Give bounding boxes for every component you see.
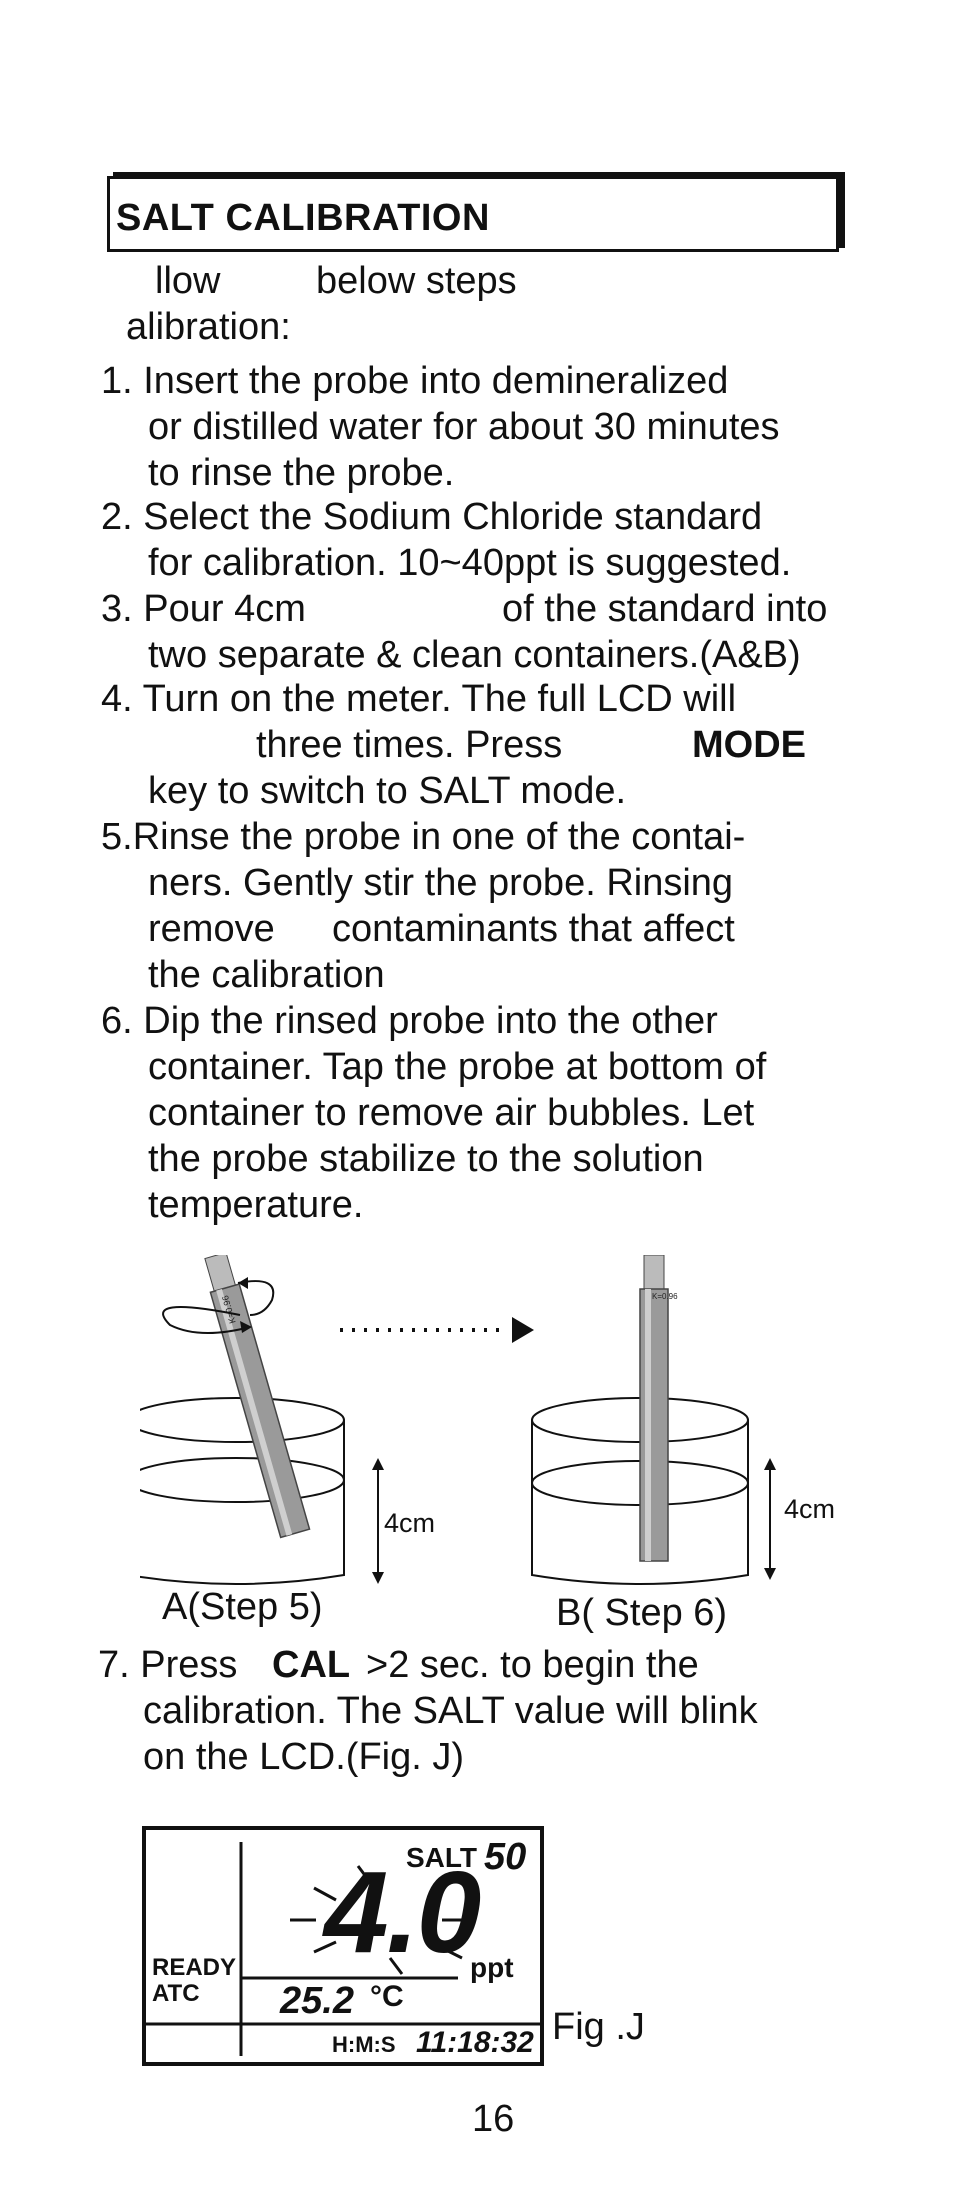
- lcd-segments: [146, 1842, 540, 2056]
- step-1-line-2: or distilled water for about 30 minutes: [148, 406, 780, 448]
- probe-a: K=0.96: [204, 1255, 311, 1539]
- step-2-line-2: for calibration. 10~40ppt is suggested.: [148, 542, 792, 584]
- step-5-line-3a: remove: [148, 908, 275, 950]
- step-arrow-icon: [340, 1317, 534, 1343]
- step-3-line-1b: of the standard into: [502, 588, 828, 630]
- depth-label-a: 4cm: [384, 1508, 436, 1538]
- step-5-line-1: 5.Rinse the probe in one of the contai-: [101, 816, 746, 858]
- caption-step-5: A(Step 5): [162, 1586, 323, 1628]
- step-4-line-3: key to switch to SALT mode.: [148, 770, 627, 812]
- step-7-line-3: on the LCD.(Fig. J): [143, 1736, 464, 1778]
- step-1-line-1: 1. Insert the probe into demineralized: [101, 360, 729, 402]
- step-5-line-2: ners. Gently stir the probe. Rinsing: [148, 862, 734, 904]
- depth-arrow-a: [372, 1458, 384, 1584]
- probe-b-label: K=0.96: [652, 1292, 678, 1301]
- lcd-unit: ppt: [470, 1952, 514, 1983]
- figure-caption: Fig .J: [552, 2006, 645, 2048]
- page-number: 16: [472, 2098, 515, 2140]
- lcd-display: SALT 50 4.0 ppt READY ATC 25.2 °C H:M:S …: [142, 1826, 544, 2066]
- lcd-atc-indicator: ATC: [152, 1980, 200, 2007]
- step-7-line-1b: >2 sec. to begin the: [366, 1644, 699, 1686]
- step-6-line-5: temperature.: [148, 1184, 364, 1226]
- intro-fragment-2: below steps: [316, 260, 517, 302]
- lcd-time: 11:18:32: [416, 2026, 534, 2059]
- intro-fragment-3: alibration:: [126, 306, 291, 348]
- lcd-main-value: 4.0: [324, 1847, 481, 1977]
- step-2-line-1: 2. Select the Sodium Chloride standard: [101, 496, 763, 538]
- step-6-line-2: container. Tap the probe at bottom of: [148, 1046, 767, 1088]
- step-4-line-1: 4. Turn on the meter. The full LCD will: [101, 678, 737, 720]
- lcd-time-label: H:M:S: [332, 2032, 396, 2057]
- depth-arrow-b: [764, 1458, 776, 1580]
- cal-key-label: CAL: [272, 1644, 351, 1686]
- section-title-box: SALT CALIBRATION: [107, 176, 839, 252]
- depth-label-b: 4cm: [784, 1494, 836, 1524]
- lcd-range-value: 50: [484, 1836, 527, 1878]
- step-5-line-3b: contaminants that affect: [332, 908, 735, 950]
- step-5-line-4: the calibration: [148, 954, 385, 996]
- step-6-line-3: container to remove air bubbles. Let: [148, 1092, 755, 1134]
- probe-rinse-figure: K=0.96 K=0.9: [140, 1255, 776, 1585]
- lcd-temp-unit: °C: [370, 1980, 404, 2013]
- step-3-line-2: two separate & clean containers.(A&B): [148, 634, 801, 676]
- probe-b: K=0.96: [639, 1255, 678, 1562]
- step-7-line-2: calibration. The SALT value will blink: [143, 1690, 758, 1732]
- lcd-mode-label: SALT: [406, 1842, 478, 1873]
- step-1-line-3: to rinse the probe.: [148, 452, 455, 494]
- mode-key-label: MODE: [692, 724, 806, 766]
- rotation-arrow-icon: [162, 1277, 275, 1334]
- caption-step-6: B( Step 6): [556, 1592, 728, 1634]
- intro-fragment-1: llow: [155, 260, 221, 302]
- step-4-line-2a: three times. Press: [256, 724, 563, 766]
- step-6-line-4: the probe stabilize to the solution: [148, 1138, 704, 1180]
- lcd-ready-indicator: READY: [152, 1954, 237, 1981]
- step-6-line-1: 6. Dip the rinsed probe into the other: [101, 1000, 718, 1042]
- section-title: SALT CALIBRATION: [116, 197, 490, 239]
- blink-rays-icon: [290, 1865, 468, 1975]
- beaker-a: [140, 1397, 345, 1585]
- step-3-line-1a: 3. Pour 4cm: [101, 588, 306, 630]
- step-7-line-1a: 7. Press: [98, 1644, 238, 1686]
- lcd-temperature: 25.2: [280, 1980, 354, 2022]
